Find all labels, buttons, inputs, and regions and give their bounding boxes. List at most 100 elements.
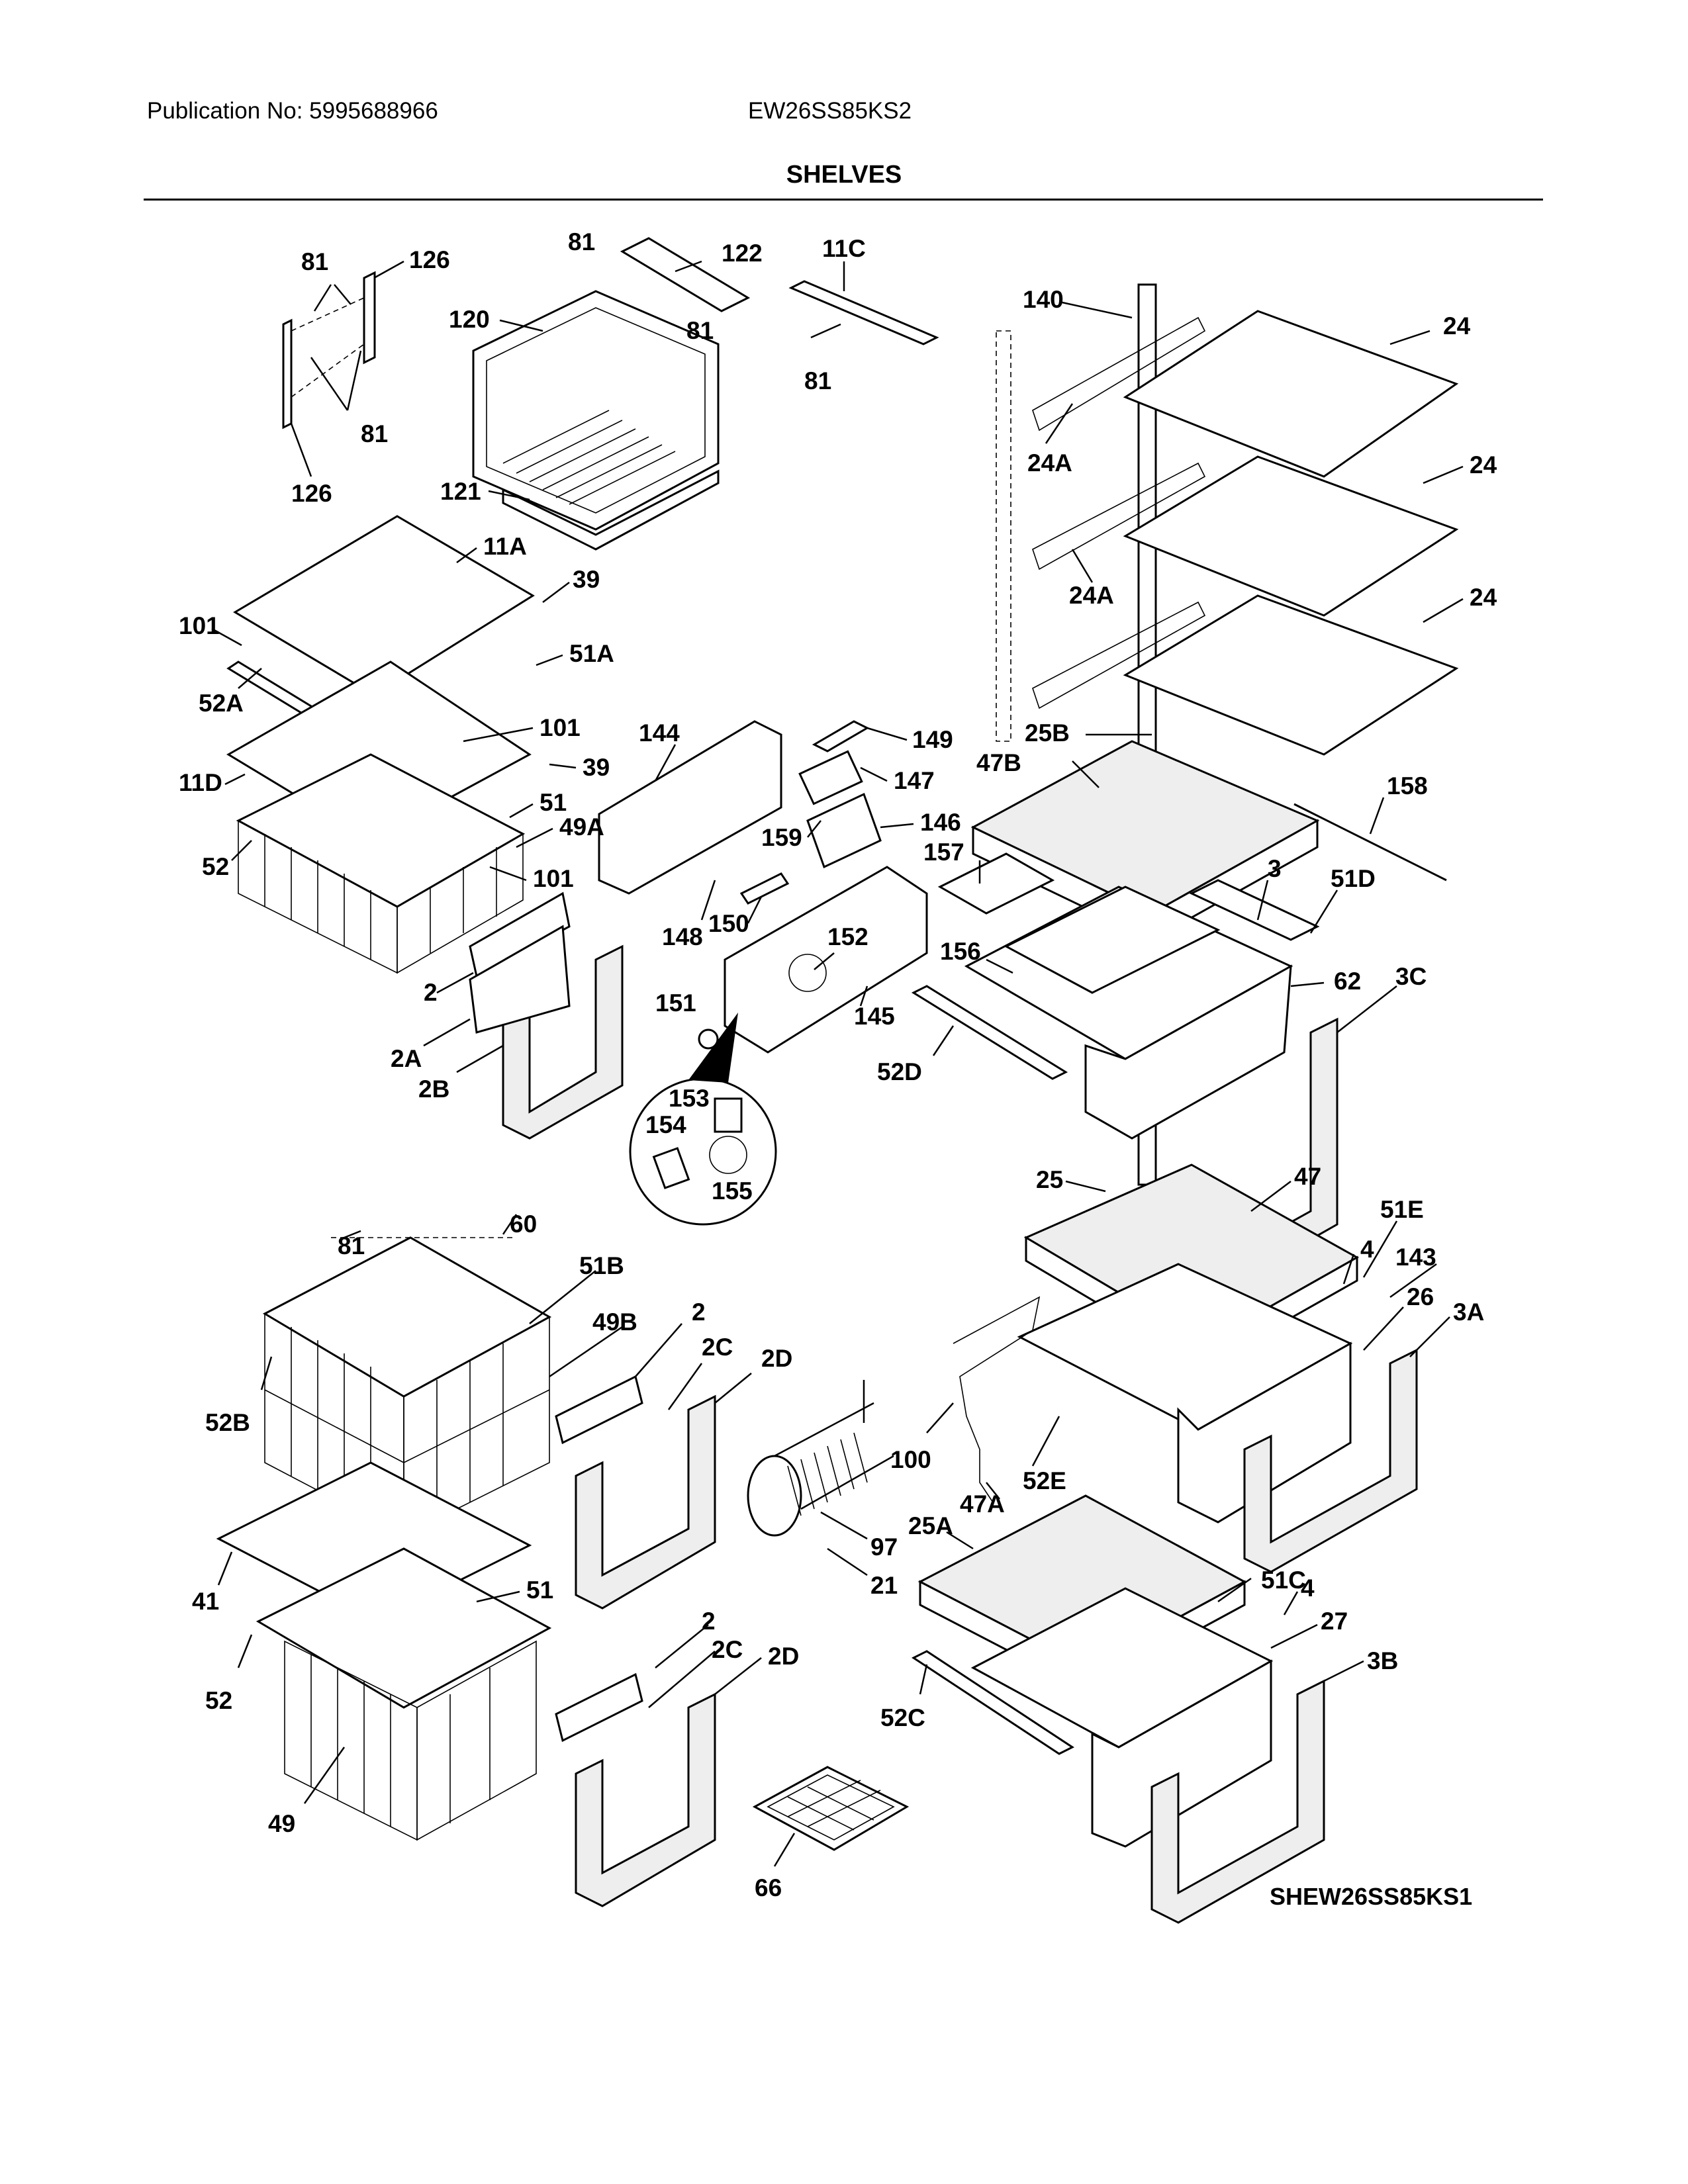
callout-label: 51 — [526, 1576, 553, 1604]
callout-label: 2C — [702, 1334, 733, 1361]
callout-label: 51D — [1331, 865, 1376, 892]
housing-144 — [598, 720, 782, 895]
page-title: SHELVES — [786, 161, 902, 189]
callout-label: 26 — [1407, 1283, 1434, 1310]
callout-label: 39 — [583, 754, 610, 781]
callout-label: 52 — [202, 853, 229, 880]
callout-label: 25A — [908, 1512, 953, 1539]
rail-52D — [911, 985, 1068, 1080]
wire-basket-49B — [262, 1236, 552, 1537]
leader-lines — [211, 260, 1464, 1867]
diagram-code: SHEW26SS85KS1 — [1270, 1883, 1473, 1910]
callout-label: 41 — [192, 1588, 219, 1615]
callout-label: 146 — [920, 809, 961, 836]
callout-label: 24 — [1470, 451, 1497, 478]
callout-labels: 81 126 81 126 81 122 120 81 11C 81 121 1… — [179, 228, 1497, 1901]
wire-basket-49 — [256, 1547, 552, 1841]
callout-label: 120 — [449, 306, 490, 333]
callout-label: 2B — [418, 1075, 449, 1103]
crisper-bin-120 — [472, 290, 720, 551]
callout-label: 81 — [361, 420, 388, 447]
callout-label: 3C — [1395, 963, 1427, 990]
callout-label: 143 — [1395, 1244, 1436, 1271]
heater-coil-97 — [747, 1380, 894, 1537]
callout-label: 62 — [1334, 968, 1361, 995]
cover-122 — [620, 237, 751, 312]
callout-label: 3A — [1453, 1298, 1484, 1326]
callout-label: 52 — [205, 1687, 232, 1714]
drawer-26 — [1017, 1263, 1353, 1524]
callout-label: 2 — [702, 1608, 716, 1635]
callout-label: 2 — [424, 979, 438, 1006]
ring-151 — [698, 1028, 719, 1050]
callout-label: 140 — [1023, 286, 1064, 313]
glass-shelves-24 — [1032, 310, 1459, 756]
callout-label: 51E — [1380, 1196, 1424, 1223]
rod-158 — [1293, 803, 1447, 882]
slide-51D — [1189, 879, 1320, 941]
drawer-47B — [937, 740, 1320, 942]
callout-label: 145 — [854, 1003, 895, 1030]
callout-label: 66 — [755, 1874, 782, 1901]
callout-label: 52D — [877, 1058, 922, 1085]
callout-label: 51B — [579, 1252, 624, 1279]
callout-label: 156 — [940, 938, 981, 965]
damper-147 — [798, 750, 863, 805]
callout-label: 3B — [1367, 1647, 1398, 1674]
filter-66 — [752, 1766, 910, 1851]
outline-100 — [953, 1296, 1041, 1503]
callout-label: 51 — [539, 789, 567, 816]
callout-label: 81 — [338, 1232, 365, 1259]
rail-11C — [788, 280, 939, 345]
drawer-27 — [970, 1587, 1274, 1848]
cover-146 — [806, 792, 882, 869]
drawer-62 — [964, 886, 1293, 1140]
callout-label: 151 — [655, 989, 696, 1017]
callout-label: 97 — [870, 1533, 898, 1561]
callout-label: 52A — [199, 690, 244, 717]
trim-2B — [502, 944, 624, 1140]
bracket-126 — [282, 271, 376, 430]
callout-label: 153 — [669, 1085, 710, 1112]
trim-2D-upper — [575, 1394, 716, 1610]
callout-label: 11A — [483, 533, 527, 560]
callout-label: 81 — [301, 248, 328, 275]
callout-label: 47B — [976, 749, 1021, 776]
callout-label: 149 — [912, 726, 953, 753]
callout-label: 154 — [645, 1111, 686, 1138]
callout-label: 121 — [440, 478, 481, 505]
trim-3B — [1150, 1679, 1325, 1924]
callout-label: 49 — [268, 1810, 295, 1837]
callout-label: 2A — [391, 1045, 422, 1072]
callout-label: 101 — [533, 865, 574, 892]
callout-label: 101 — [539, 714, 581, 741]
callout-label: 52C — [880, 1704, 925, 1731]
callout-label: 25 — [1036, 1166, 1063, 1193]
callout-label: 24 — [1443, 312, 1471, 340]
callout-label: 49A — [559, 813, 604, 841]
callout-label: 101 — [179, 612, 220, 639]
callout-label: 4 — [1301, 1574, 1315, 1602]
callout-label: 100 — [890, 1446, 931, 1473]
trim-2D-lower — [575, 1692, 716, 1907]
callout-label: 147 — [894, 767, 935, 794]
callout-label: 24A — [1027, 449, 1072, 477]
callout-label: 2D — [768, 1643, 799, 1670]
callout-label: 122 — [722, 240, 763, 267]
callout-label: 2D — [761, 1345, 792, 1372]
callout-label: 126 — [291, 480, 332, 507]
callout-label: 126 — [409, 246, 450, 273]
callout-label: 2C — [712, 1636, 743, 1663]
foam-150 — [739, 872, 790, 905]
callout-label: 11D — [179, 769, 222, 796]
callout-label: 27 — [1321, 1608, 1348, 1635]
callout-label: 47 — [1294, 1163, 1321, 1190]
callout-label: 51C — [1261, 1567, 1306, 1594]
model-number: EW26SS85KS2 — [748, 98, 912, 124]
callout-label: 159 — [761, 824, 802, 851]
callout-label: 157 — [923, 839, 964, 866]
wire-basket-49A — [236, 753, 526, 974]
callout-label: 52E — [1023, 1467, 1066, 1494]
callout-label: 150 — [708, 910, 749, 937]
